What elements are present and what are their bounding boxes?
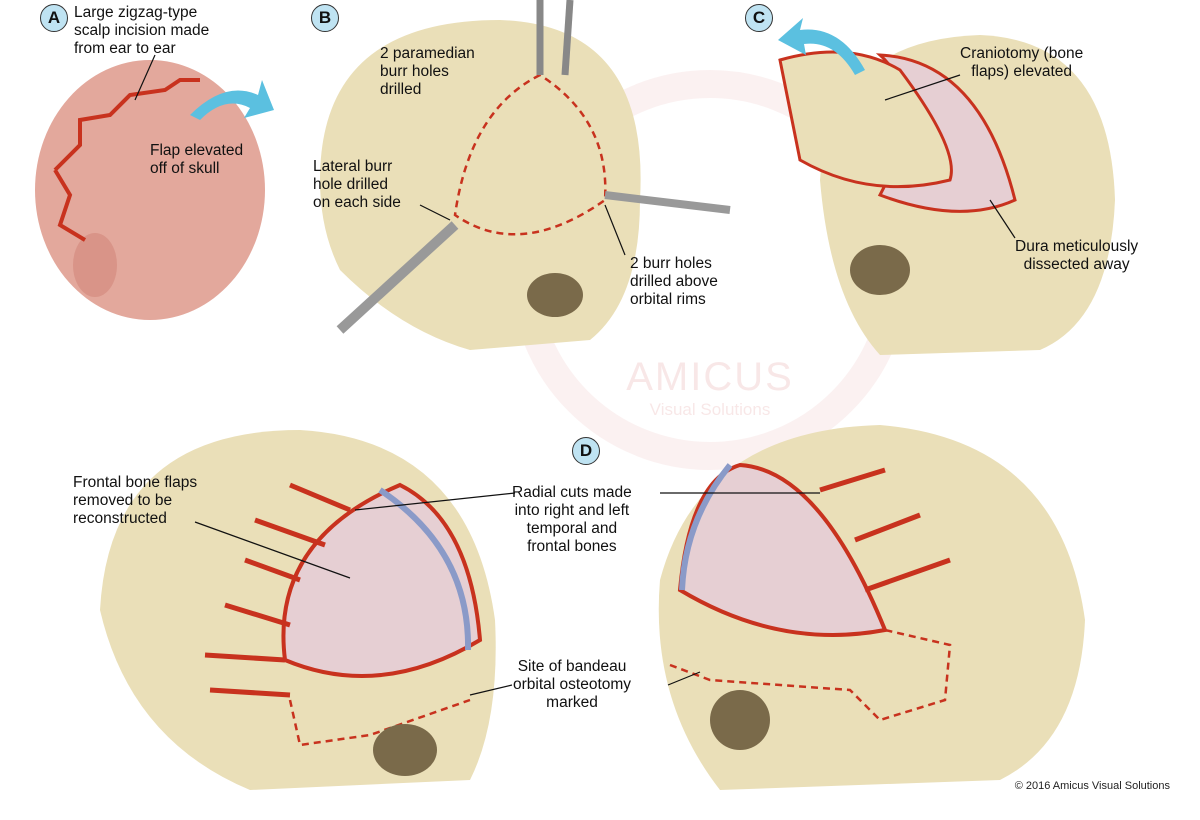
watermark-name: AMICUS <box>626 355 794 399</box>
badge-a: A <box>40 4 68 32</box>
label-incision: Large zigzag-type scalp incision made fr… <box>74 4 210 57</box>
label-radial-cuts: Radial cuts made into right and left tem… <box>512 484 632 555</box>
flap-arrow-icon <box>190 80 274 120</box>
label-flap-elevated: Flap elevated off of skull <box>150 142 244 177</box>
skull-d-right <box>658 425 1085 790</box>
elevate-arrow-icon <box>778 18 865 75</box>
label-frontal-flaps: Frontal bone flaps removed to be reconst… <box>73 474 198 527</box>
baby-head <box>35 60 274 320</box>
copyright: © 2016 Amicus Visual Solutions <box>1014 780 1170 792</box>
label-orbital: 2 burr holes drilled above orbital rims <box>630 255 718 308</box>
skull-d-left <box>100 430 496 790</box>
skull-b <box>320 0 731 350</box>
label-craniotomy: Craniotomy (bone flaps) elevated <box>960 45 1084 80</box>
badge-b: B <box>311 4 339 32</box>
label-dura: Dura meticulously dissected away <box>1015 238 1139 273</box>
label-paramedian: 2 paramedian burr holes drilled <box>380 45 475 98</box>
leader-lines <box>134 54 1016 696</box>
badge-c: C <box>745 4 773 32</box>
watermark-sub: Visual Solutions <box>649 400 771 419</box>
label-bandeau: Site of bandeau orbital osteotomy marked <box>513 658 632 711</box>
label-lateral: Lateral burr hole drilled on each side <box>313 158 401 211</box>
zigzag-incision <box>53 78 200 172</box>
badge-d: D <box>572 437 600 465</box>
skull-c <box>778 18 1115 355</box>
